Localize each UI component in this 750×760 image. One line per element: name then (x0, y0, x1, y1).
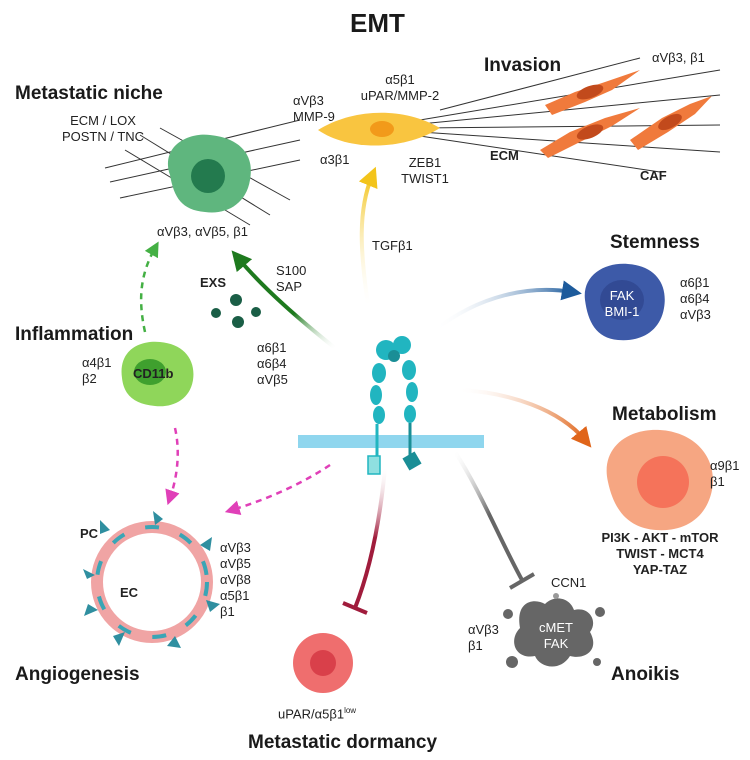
ccn1-label: CCN1 (551, 575, 587, 590)
tgf-arrow (358, 166, 378, 306)
dormancy-cell (293, 633, 353, 693)
vessel (83, 511, 220, 648)
integrin-receptor (367, 336, 422, 475)
metabolism-cell (606, 429, 713, 531)
dormancy-title: Metastatic dormancy (248, 732, 438, 753)
niche-arrow (139, 241, 159, 333)
alpha3beta1-label: α3β1 (320, 152, 350, 167)
angiogenesis-arrow (224, 463, 331, 516)
main-title: EMT (350, 8, 405, 38)
caf-label: CAF (640, 168, 667, 183)
angiogenesis-title: Angiogenesis (15, 664, 140, 685)
metabolism-arrow (457, 388, 592, 448)
caf-integrins: αVβ3, β1 (652, 50, 705, 65)
ecm-label: ECM (490, 148, 519, 163)
cell-membrane (298, 435, 484, 448)
niche-cell (104, 119, 301, 226)
dormancy-label: uPAR/α5β1low (278, 706, 357, 722)
exs-label: EXS (200, 275, 227, 290)
invading-cell (318, 112, 440, 146)
pc-label: PC (80, 526, 99, 541)
exosomes (211, 294, 261, 328)
inflammation-title: Inflammation (15, 324, 134, 345)
anoikis-title: Anoikis (611, 664, 680, 685)
anoikis-cell (503, 593, 605, 668)
ec-label: EC (120, 585, 139, 600)
metabolism-title: Metabolism (612, 404, 717, 425)
exs-arrow (231, 250, 337, 350)
stemness-arrow (433, 280, 582, 332)
niche-integrins: αVβ3, αVβ5, β1 (157, 224, 248, 239)
inflammation-angio-arrow (165, 427, 180, 506)
cd11b-label: CD11b (133, 366, 174, 381)
ecm-fibers (419, 57, 721, 173)
caf-cells (540, 70, 712, 158)
metastatic-niche-title: Metastatic niche (15, 83, 163, 104)
stemness-title: Stemness (610, 232, 700, 253)
stemness-cell (584, 263, 665, 341)
invasion-title: Invasion (484, 55, 562, 76)
cd11b-cell (121, 341, 194, 407)
tgf-label: TGFβ1 (372, 238, 413, 253)
anoikis-inhibition (453, 450, 536, 590)
dormancy-inhibition (342, 467, 387, 615)
